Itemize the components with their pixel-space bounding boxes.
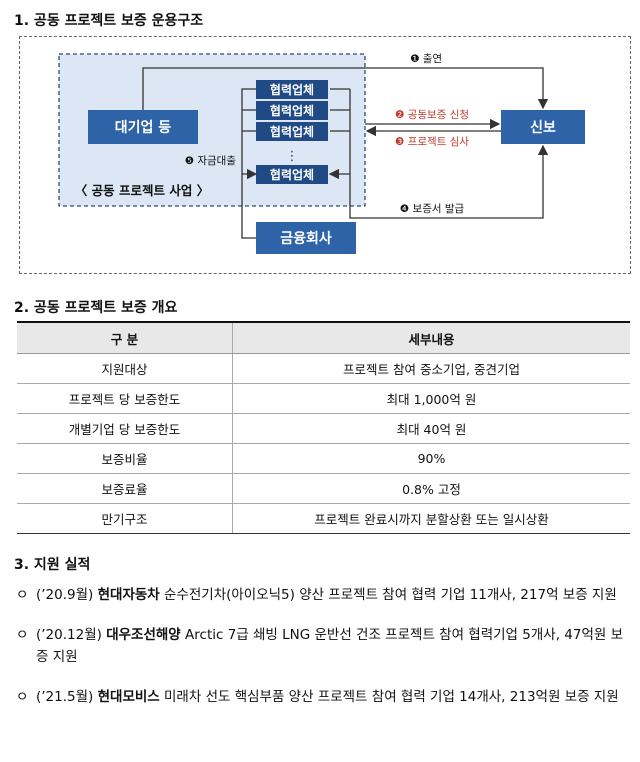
partner-label: 협력업체 (270, 103, 314, 118)
bullet-mark: ㅇ (16, 689, 29, 705)
table-cell-detail: 프로젝트 참여 중소기업, 중견기업 (232, 353, 630, 384)
partner-label: 협력업체 (270, 82, 314, 97)
partner-box: 협력업체 (256, 101, 328, 120)
record-date: (’20.9월) (36, 587, 94, 603)
record-text: 순수전기차(아이오닉5) 양산 프로젝트 참여 협력 기업 11개사, 217억… (164, 587, 617, 603)
partner-label: 협력업체 (270, 167, 314, 182)
table-row: 지원대상 프로젝트 참여 중소기업, 중견기업 (17, 353, 630, 384)
guarantee-issue-arrow (349, 89, 549, 219)
partner-label: 협력업체 (270, 124, 314, 139)
list-item: ㅇ (’20.9월) 현대자동차 순수전기차(아이오닉5) 양산 프로젝트 참여… (14, 584, 626, 606)
financial-label: 금융회사 (280, 231, 332, 247)
table-cell-category: 보증비율 (17, 443, 233, 474)
record-text: 미래차 선도 핵심부품 양산 프로젝트 참여 협력 기업 14개사, 213억원… (164, 689, 619, 705)
list-item: ㅇ (’21.5월) 현대모비스 미래차 선도 핵심부품 양산 프로젝트 참여 … (14, 686, 626, 708)
record-date: (’21.5월) (36, 689, 94, 705)
overview-table: 구 분 세부내용 지원대상 프로젝트 참여 중소기업, 중견기업 프로젝트 당 … (17, 321, 630, 534)
table-cell-category: 보증료율 (17, 473, 233, 504)
table-row: 프로젝트 당 보증한도 최대 1,000억 원 (17, 383, 630, 414)
step4-label: ❹ 보증서 발급 (400, 203, 465, 215)
large-company-box (88, 110, 198, 144)
record-date: (’20.12월) (36, 627, 102, 643)
table-header: 세부내용 (232, 321, 630, 354)
kodit-label: 신보 (530, 120, 556, 136)
record-company: 대우조선해양 (106, 627, 181, 643)
step5-label: ❺ 자금대출 (185, 155, 237, 167)
financial-box (256, 222, 356, 254)
contribution-arrow (142, 67, 549, 110)
table-header: 구 분 (17, 321, 233, 354)
records-list: ㅇ (’20.9월) 현대자동차 순수전기차(아이오닉5) 양산 프로젝트 참여… (14, 584, 626, 726)
partner-box: 협력업체 (256, 122, 328, 141)
table-cell-detail: 0.8% 고정 (232, 473, 630, 504)
table-row: 보증비율 90% (17, 443, 630, 474)
record-company: 현대모비스 (97, 689, 160, 705)
section-title-records: 3. 지원 실적 (14, 557, 91, 573)
project-label: 〈 공동 프로젝트 사업 〉 (75, 183, 209, 198)
bullet-mark: ㅇ (16, 627, 29, 643)
table-row: 만기구조 프로젝트 완료시까지 분할상환 또는 일시상환 (17, 503, 630, 534)
partner-box: 협력업체 (256, 165, 328, 184)
table-cell-category: 개별기업 당 보증한도 (17, 413, 233, 444)
table-cell-detail: 90% (232, 443, 630, 474)
kodit-box (501, 110, 585, 144)
bullet-mark: ㅇ (16, 587, 29, 603)
record-company: 현대자동차 (97, 587, 160, 603)
partner-box: 협력업체 (256, 80, 328, 99)
table-row: 보증료율 0.8% 고정 (17, 473, 630, 504)
table-cell-category: 지원대상 (17, 353, 233, 384)
diagram-frame (19, 36, 631, 274)
step2-label: ❷ 공동보증 신청 (395, 109, 469, 121)
structure-diagram: 대기업 등 협력업체 협력업체 협력업체 ⋮ 협력업체 〈 공동 프로젝트 사업… (58, 53, 585, 254)
left-bracket-line (241, 88, 256, 239)
section-title-overview: 2. 공동 프로젝트 보증 개요 (14, 300, 178, 316)
table-header-row: 구 분 세부내용 (17, 321, 630, 354)
table-cell-detail: 프로젝트 완료시까지 분할상환 또는 일시상환 (232, 503, 630, 534)
table-cell-detail: 최대 40억 원 (232, 413, 630, 444)
large-company-label: 대기업 등 (115, 120, 172, 136)
table-cell-category: 프로젝트 당 보증한도 (17, 383, 233, 414)
section-title-structure: 1. 공동 프로젝트 보증 운용구조 (14, 13, 204, 29)
step3-label: ❸ 프로젝트 심사 (395, 136, 469, 148)
step1-label: ❶ 출연 (410, 53, 442, 65)
list-item: ㅇ (’20.12월) 대우조선해양 Arctic 7급 쇄빙 LNG 운반선 … (14, 624, 626, 668)
table-row: 개별기업 당 보증한도 최대 40억 원 (17, 413, 630, 444)
table-cell-category: 만기구조 (17, 503, 233, 534)
record-text: Arctic 7급 쇄빙 LNG 운반선 건조 프로젝트 참여 협력기업 5개사… (36, 627, 624, 665)
table-cell-detail: 최대 1,000억 원 (232, 383, 630, 414)
partner-ellipsis: ⋮ (286, 149, 299, 164)
